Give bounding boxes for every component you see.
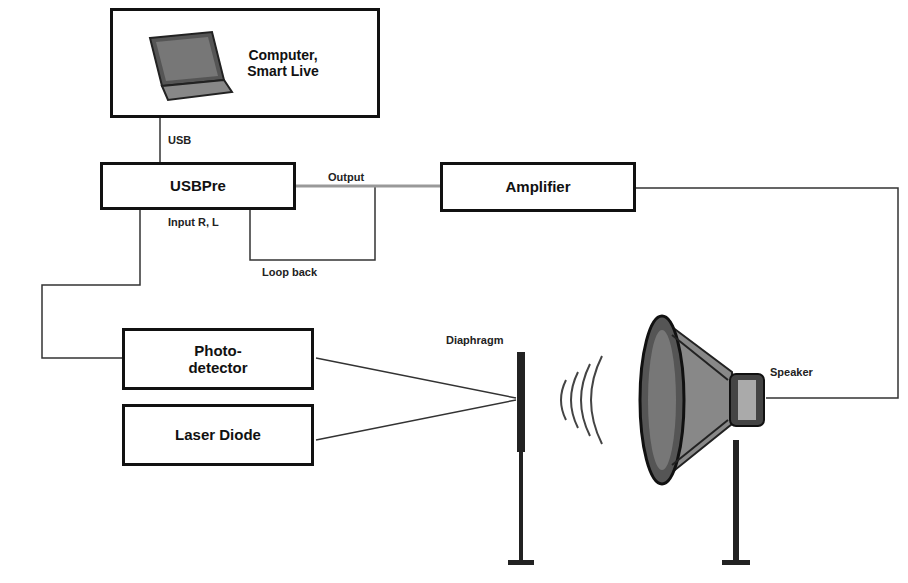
box-label: Laser Diode <box>175 426 261 443</box>
device-box: Amplifier <box>440 162 636 212</box>
edge-label: Output <box>326 171 366 183</box>
part-label: Diaphragm <box>446 334 503 346</box>
box-label: USBPre <box>170 177 226 194</box>
box-label: Computer, Smart Live <box>233 47 333 79</box>
device-box: Photo- detector <box>122 328 314 390</box>
part-label: Speaker <box>770 366 813 378</box>
reflected-beam <box>316 358 516 398</box>
loop-back-wire <box>250 187 375 260</box>
signal-label: Loop back <box>262 266 317 278</box>
laser-beam <box>316 400 516 440</box>
device-box: Laser Diode <box>122 404 314 466</box>
laptop-icon <box>150 32 232 100</box>
connector-wire <box>160 118 161 162</box>
signal-label: Input R, L <box>168 216 219 228</box>
computer-box: Computer, Smart Live <box>110 8 380 118</box>
connector-wire <box>296 186 440 187</box>
sound-waves <box>561 356 602 444</box>
connector-wire <box>42 210 140 358</box>
edge-label: USB <box>166 134 193 146</box>
box-label: Amplifier <box>505 178 570 195</box>
box-label: Photo- detector <box>173 342 263 377</box>
device-box: USBPre <box>100 162 296 210</box>
diaphragm <box>508 352 534 565</box>
speaker <box>640 316 764 565</box>
